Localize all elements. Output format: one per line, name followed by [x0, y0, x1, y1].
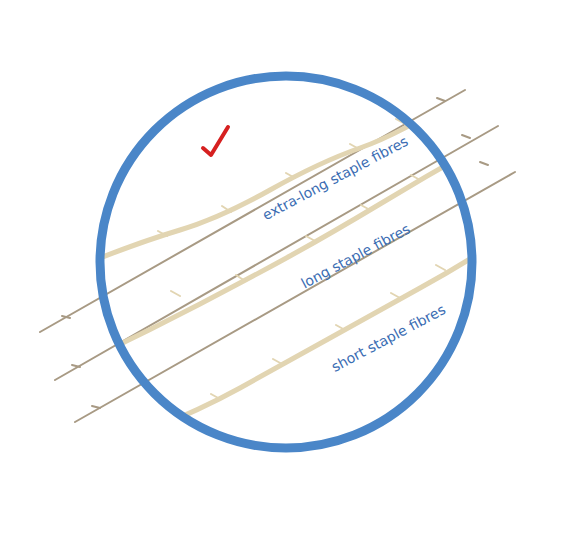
- outer-fibres: [40, 90, 515, 422]
- magnified-fibres: [90, 96, 500, 430]
- fibre-label: short staple fibres: [329, 302, 447, 374]
- circle-outline: [91, 67, 481, 457]
- fibre-barbs: [158, 119, 445, 399]
- check-mark: [203, 127, 228, 155]
- fibre-label: long staple fibres: [298, 221, 411, 290]
- fibre-label: extra-long staple fibres: [260, 134, 410, 223]
- magnifier-circle: extra-long staple fibreslong staple fibr…: [91, 67, 481, 457]
- lens-ring: [100, 76, 472, 448]
